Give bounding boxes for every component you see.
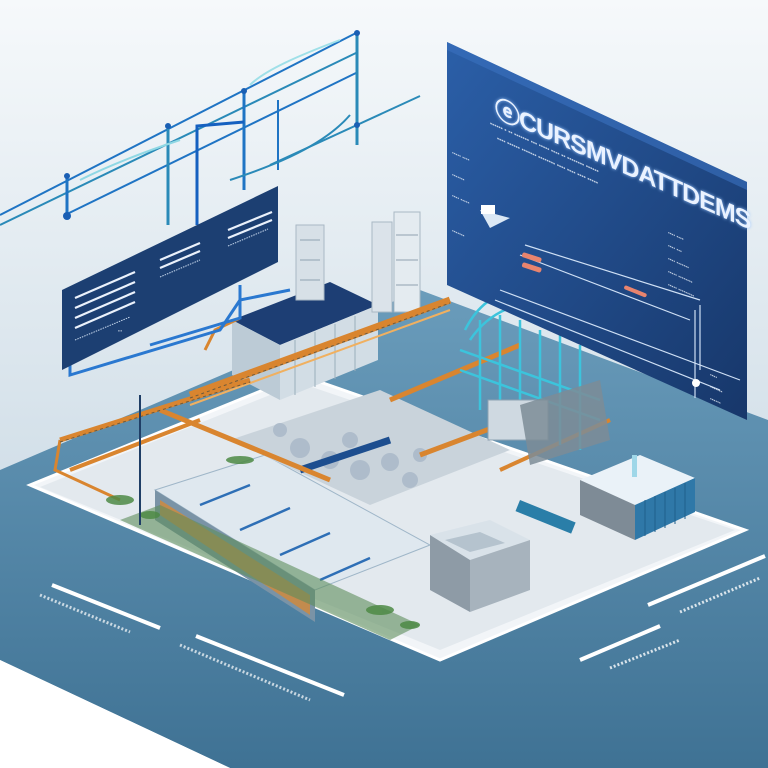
process-towers [295,211,421,313]
blue-conduits [68,285,291,378]
machine-floor [230,390,510,505]
platform-inner [40,383,735,650]
panel-highlight [447,42,747,190]
tank-building [515,455,695,540]
panel-indicators [480,205,700,387]
left-panel-label: ▪▪▪ [118,328,123,333]
conveyor-rails [59,302,451,443]
shrubs [106,456,420,629]
dark-hall [520,380,610,465]
main-dashboard-panel [447,42,747,420]
ground-markers [39,554,766,702]
front-hall [120,454,432,640]
wire-nodes [63,30,360,220]
grey-box-building [430,520,530,612]
ground-corner [0,660,230,768]
wireframe-overlay [0,31,421,226]
